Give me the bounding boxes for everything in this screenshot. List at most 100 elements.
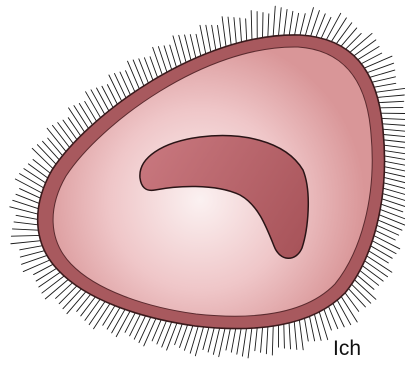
cilium — [20, 246, 43, 250]
cilium — [295, 13, 299, 35]
cilium — [212, 25, 216, 50]
cilium — [246, 19, 247, 41]
cilium — [157, 321, 167, 344]
cilium — [203, 327, 209, 349]
cilium — [354, 280, 375, 300]
cilium — [12, 229, 38, 230]
cilium — [107, 85, 117, 105]
cilium — [384, 177, 405, 183]
cilium — [39, 272, 60, 287]
cilium — [310, 316, 315, 340]
cilium — [362, 266, 383, 281]
cilium — [378, 220, 402, 230]
cilium — [139, 59, 149, 83]
cilium — [24, 169, 46, 183]
cilium — [28, 164, 47, 178]
cilium — [208, 328, 214, 352]
cilium — [162, 322, 172, 347]
cilium — [67, 292, 86, 314]
cilium — [43, 141, 60, 160]
cilium — [367, 256, 392, 272]
cilium — [384, 140, 405, 143]
cilium — [242, 328, 246, 356]
cilium — [153, 47, 163, 74]
cilium — [11, 241, 41, 244]
cilium — [384, 167, 405, 173]
cilium — [336, 23, 351, 44]
cilium — [365, 261, 388, 277]
cilium — [284, 9, 287, 35]
cilium — [352, 284, 371, 303]
cilium — [272, 326, 273, 355]
cilium — [237, 329, 241, 355]
cilium — [32, 148, 53, 168]
cilium — [261, 327, 263, 352]
cilium — [341, 297, 357, 322]
cilium — [96, 88, 108, 111]
cilium — [94, 304, 110, 329]
cilium — [248, 328, 252, 358]
cilium — [69, 108, 85, 132]
cilium — [185, 35, 191, 60]
cilium — [358, 47, 379, 60]
cilium — [251, 11, 252, 40]
cilium — [139, 317, 151, 342]
cilium — [348, 289, 365, 307]
cilium — [369, 251, 389, 263]
cilium — [299, 320, 303, 350]
cilium — [36, 268, 56, 281]
cilium — [289, 11, 293, 35]
cilium — [213, 328, 219, 354]
cilium — [42, 276, 64, 293]
cilium — [360, 270, 379, 285]
cilium — [371, 246, 393, 258]
cilium — [20, 174, 44, 188]
cilium — [112, 309, 125, 332]
cilium — [107, 308, 120, 330]
cilium — [16, 215, 38, 219]
cilium — [384, 151, 405, 155]
cilium — [279, 8, 282, 36]
cilium — [383, 129, 405, 131]
cilium — [222, 17, 226, 47]
cilium — [128, 61, 140, 89]
cilium — [382, 124, 405, 126]
cilium — [331, 18, 346, 42]
cilium — [273, 6, 275, 36]
cilium — [255, 328, 257, 351]
cilium — [15, 179, 42, 193]
cilium — [190, 35, 196, 58]
cilium — [379, 101, 404, 102]
cilium — [314, 314, 321, 340]
cilium — [58, 123, 73, 144]
cilium — [23, 260, 50, 272]
cilium — [284, 324, 285, 348]
cilium — [304, 318, 308, 341]
cilium — [289, 323, 290, 349]
cilium — [45, 280, 68, 299]
cilium — [196, 34, 201, 55]
cilium — [345, 293, 359, 312]
cilium — [337, 300, 351, 325]
cilium — [384, 172, 405, 178]
cilium — [372, 77, 395, 82]
cilium — [52, 125, 69, 147]
cilium — [134, 316, 145, 339]
cilium — [130, 314, 141, 335]
cilium — [11, 235, 39, 236]
cilium — [217, 25, 220, 48]
cilium — [206, 25, 211, 52]
cilium — [120, 72, 130, 95]
cilium — [384, 156, 405, 160]
cilium — [63, 120, 77, 140]
cilium — [114, 73, 126, 97]
cilium — [20, 251, 44, 257]
cilium — [133, 60, 144, 86]
cilium — [116, 311, 130, 336]
cilium — [228, 17, 231, 45]
cilium — [226, 329, 230, 351]
cilium — [234, 18, 236, 44]
cilium — [68, 118, 80, 136]
cilium — [56, 283, 73, 299]
